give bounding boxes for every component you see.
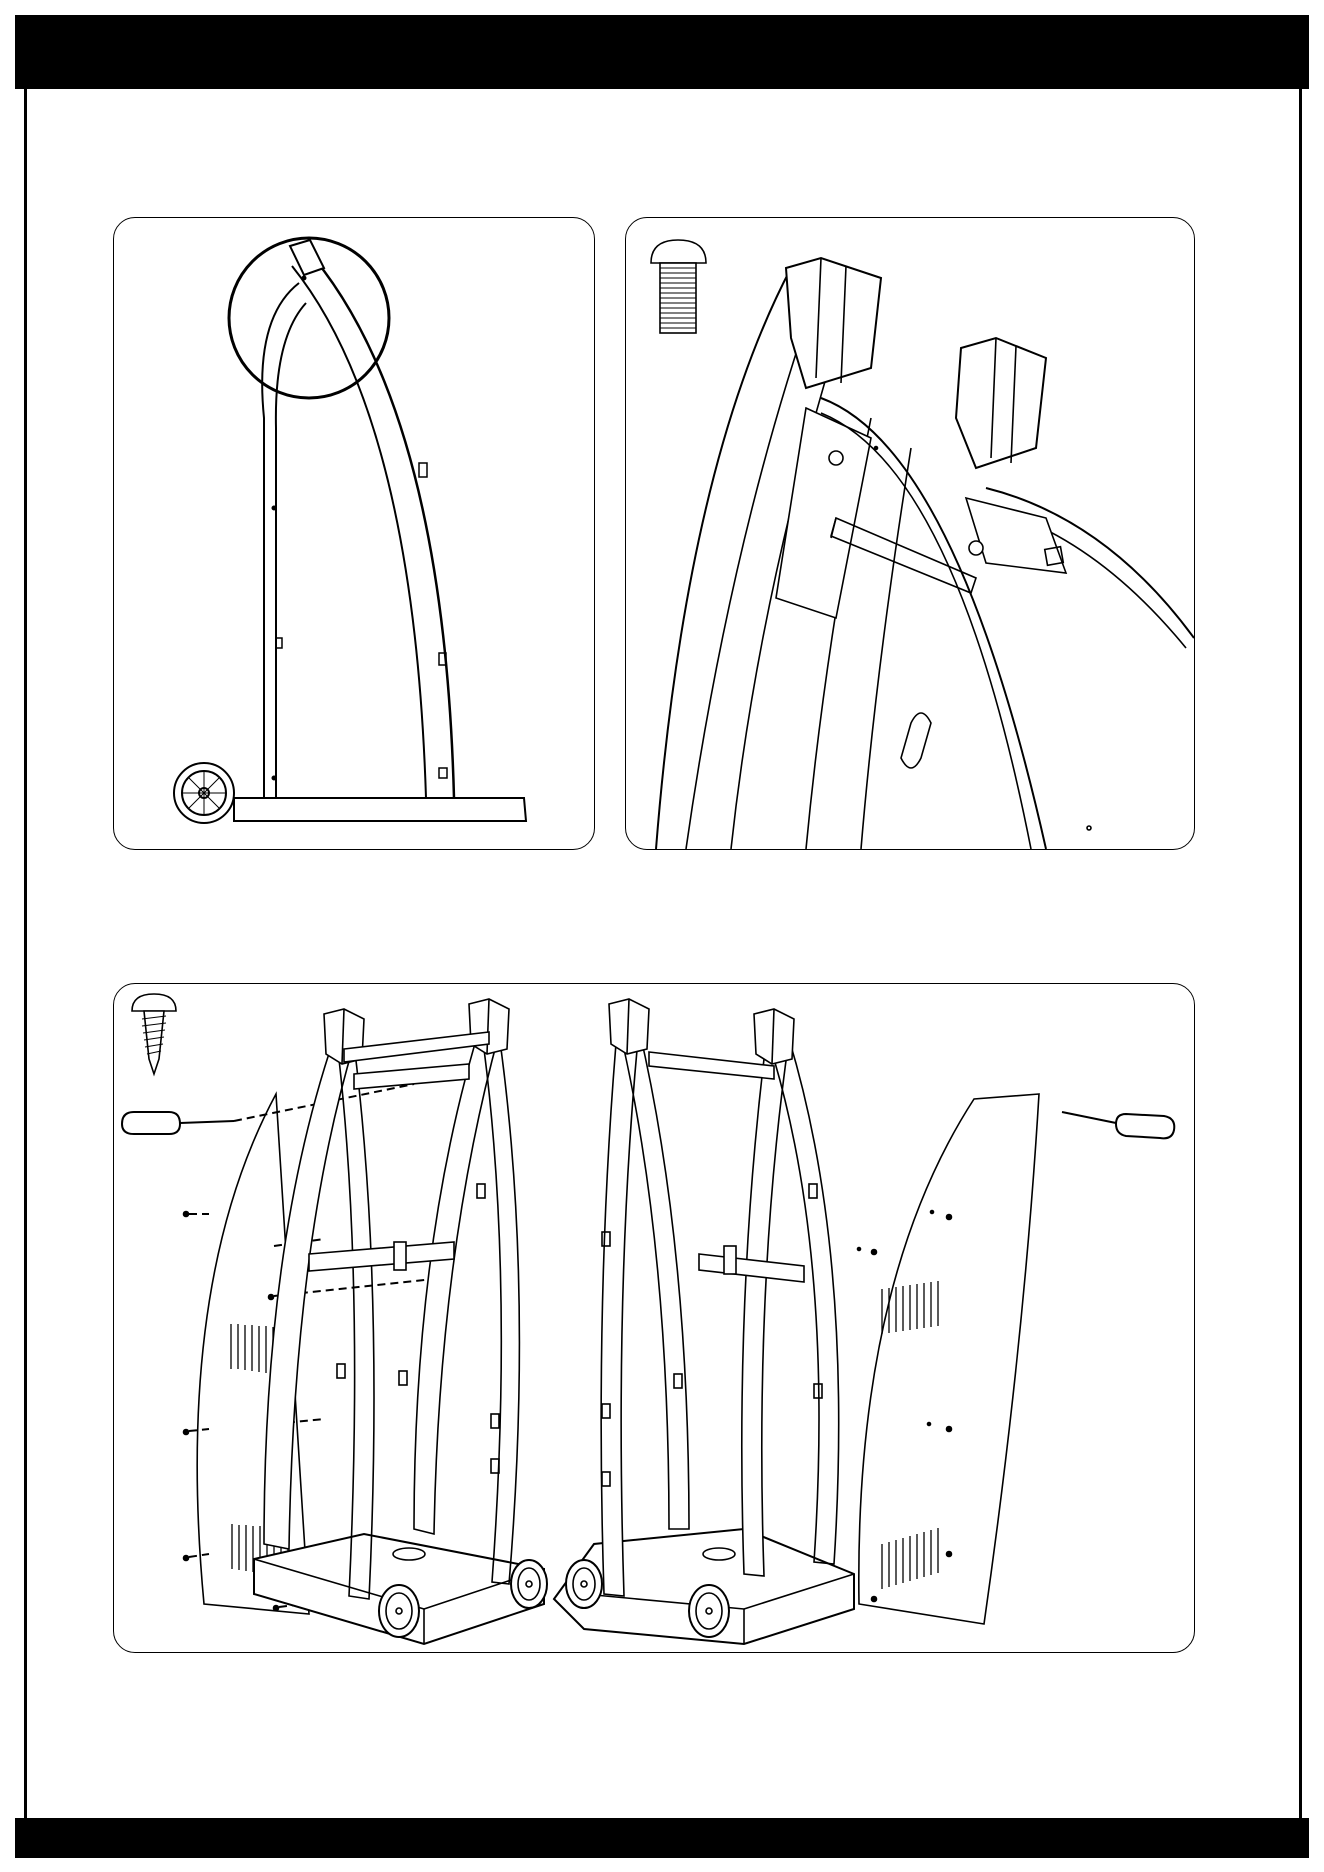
wheel-icon (379, 1585, 419, 1637)
header-bar (15, 15, 1309, 89)
panel-side-frame (113, 217, 595, 850)
page-border-left (24, 89, 27, 1818)
footer-bar (15, 1818, 1309, 1858)
bolt-detail-illustration (626, 218, 1194, 849)
screw-icon (132, 994, 176, 1074)
panel-side-panel-install (113, 983, 1195, 1653)
screwdriver-icon (1062, 1112, 1174, 1138)
panel-bolt-detail (625, 217, 1195, 850)
wheel-icon (689, 1585, 729, 1637)
side-panel-installation-illustration (114, 984, 1194, 1652)
side-frame-illustration (114, 218, 594, 849)
wheel-icon (566, 1560, 602, 1608)
wheel-icon (511, 1560, 547, 1608)
wheel-icon (174, 763, 234, 823)
bolt-icon (651, 240, 706, 333)
screwdriver-icon (122, 1112, 234, 1134)
page-border-right (1299, 89, 1302, 1818)
